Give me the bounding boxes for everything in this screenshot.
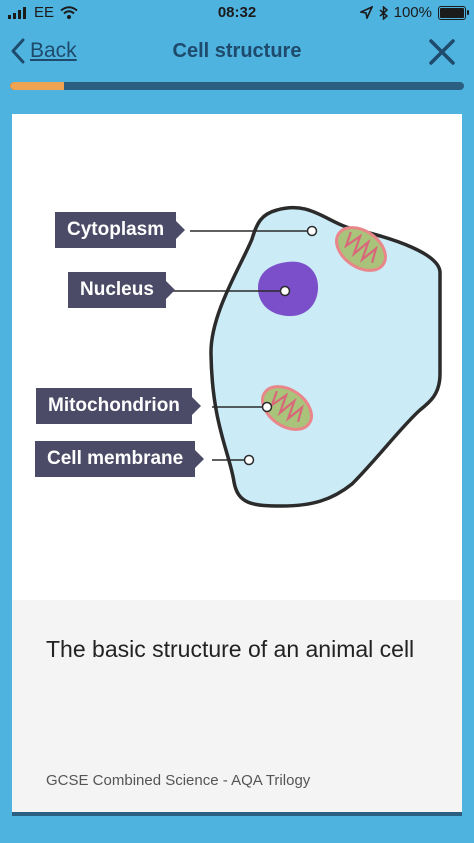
close-button[interactable] <box>428 38 456 71</box>
card-caption: The basic structure of an animal cell <box>46 636 415 662</box>
cytoplasm-anchor <box>306 225 318 237</box>
carrier-name: EE <box>34 4 55 21</box>
cell-diagram: Cytoplasm Nucleus Mitochondrion Cell mem… <box>12 114 462 600</box>
battery-icon <box>438 5 469 20</box>
status-bar: EE 08:32 100% <box>0 0 474 26</box>
back-button[interactable]: Back <box>10 38 77 64</box>
nucleus-anchor <box>279 285 291 297</box>
close-icon <box>429 39 455 65</box>
location-icon <box>359 6 373 19</box>
mitochondrion-anchor <box>261 401 273 413</box>
caption-area: The basic structure of an animal cell GC… <box>12 600 462 816</box>
label-cytoplasm: Cytoplasm <box>55 212 186 248</box>
battery-percent: 100% <box>393 4 432 21</box>
label-cell-membrane: Cell membrane <box>35 441 205 477</box>
card-bottom-edge <box>12 812 462 816</box>
membrane-anchor <box>243 454 255 466</box>
progress-bar <box>10 82 464 90</box>
wifi-icon <box>60 6 78 19</box>
chevron-left-icon <box>11 38 25 64</box>
progress-fill <box>10 82 65 90</box>
label-mitochondrion: Mitochondrion <box>36 388 201 424</box>
mitochondrion-bottom <box>261 385 313 431</box>
status-left: EE <box>8 4 78 21</box>
page-title: Cell structure <box>172 40 302 62</box>
subject-label: GCSE Combined Science - AQA Trilogy <box>46 772 311 789</box>
status-time: 08:32 <box>217 4 257 21</box>
signal-icon <box>8 6 26 19</box>
status-right: 100% <box>359 4 469 21</box>
label-nucleus: Nucleus <box>68 272 175 308</box>
content-card: Cytoplasm Nucleus Mitochondrion Cell mem… <box>12 114 462 816</box>
mitochondrion-top <box>335 226 387 272</box>
bluetooth-icon <box>379 5 388 20</box>
back-label: Back <box>30 39 77 62</box>
cell-diagram-svg <box>172 205 442 508</box>
nav-bar: Back Cell structure <box>0 26 474 82</box>
